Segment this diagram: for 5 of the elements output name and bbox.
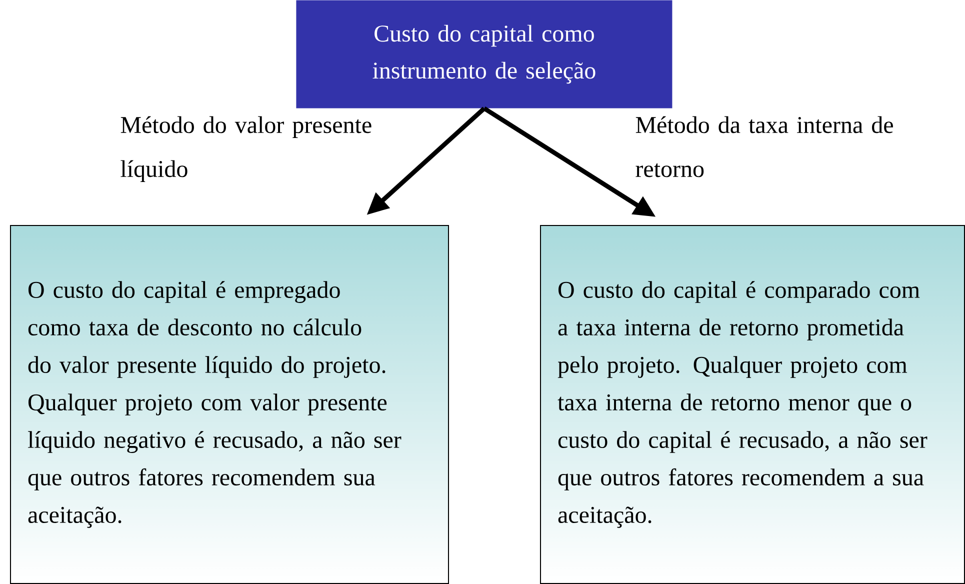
text-box: O custo do capital é comparado com a taxa interna de retorno prometida pelo projeto. Qualquer projeto com taxa interna de retorno menor que o custo do capital é recusado, a não ser que outros fatores recomendem a sua aceitação. bbox=[540, 225, 965, 584]
text-box: O custo do capital é empregado como taxa de desconto no cálculo do valor presente líquido do projeto. Qualquer projeto com valor presente líquido negativo é recusado, a não ser que outros fatores recomendem sua aceitação. bbox=[10, 225, 449, 584]
title-box: Custo do capital como instrumento de seleção bbox=[296, 0, 672, 108]
edge-label: Método do valor presente líquido bbox=[120, 116, 372, 182]
edge-label: Método da taxa interna de retorno bbox=[636, 116, 893, 178]
